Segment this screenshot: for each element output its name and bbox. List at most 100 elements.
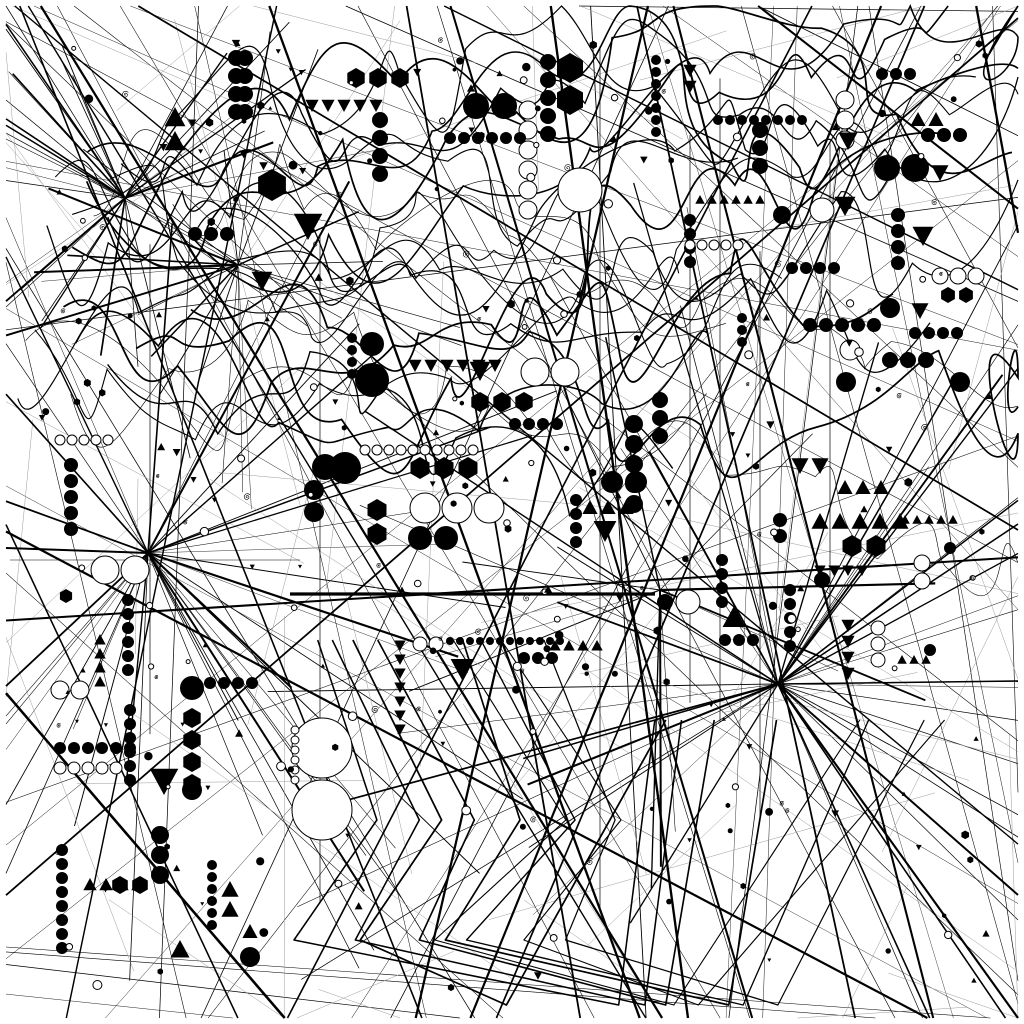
spiral [416,706,421,712]
filled-hexagon [740,882,746,890]
crossing-line [5,20,1019,846]
triangle-up [831,122,840,131]
filled-circle [716,582,728,594]
filled-circle [506,637,514,645]
hairline [108,899,285,1019]
crossing-line [5,524,239,1019]
triangle-up [851,513,869,529]
filled-circle [716,554,728,566]
outlined-circle [419,444,431,456]
spiral [462,250,470,258]
outlined-circle [81,761,95,775]
triangle-up [173,864,181,872]
spiral [867,308,873,314]
triangle-down [488,359,502,372]
zigzag-path [444,639,778,1006]
filled-circle [665,58,671,64]
spiral [745,382,750,387]
crossing-line [449,5,754,1019]
triangle-up [837,480,853,494]
zigzag-path [376,639,716,1006]
filled-circle [124,732,136,744]
filled-circle [122,608,134,620]
outlined-circle [199,526,210,537]
filled-hexagon [341,425,347,431]
triangle-down [288,67,293,72]
hub-ray [777,683,923,1019]
spiral [183,519,188,525]
hub-ray [237,211,359,266]
filled-circle [950,96,957,103]
hub-ray [124,21,290,199]
triangle-down [766,421,775,429]
filled-circle [237,104,253,120]
filled-circle [232,677,244,689]
filled-circle [220,227,234,241]
filled-circle [752,140,768,156]
triangle-down [408,359,422,372]
filled-circle [581,663,590,671]
hub-ray [5,546,149,554]
hub-ray [124,130,265,199]
filled-circle [444,132,456,144]
outlined-circle [512,661,522,672]
outlined-circle [913,572,931,590]
filled-circle [360,332,384,356]
triangle-down [394,696,406,707]
hairline [530,54,683,140]
triangle-down [299,168,307,175]
spiral [969,575,975,581]
outlined-circle [552,256,562,265]
crossing-line [757,5,1019,210]
filled-circle [651,55,661,65]
outlined-circle [185,659,191,665]
outlined-circle [540,657,549,666]
filled-hexagon [653,626,661,635]
triangle-up [354,902,363,910]
spiral [857,318,864,325]
hairline [5,401,305,564]
triangle-up [156,311,162,318]
outlined-circle [441,492,473,524]
filled-circle [540,54,556,70]
hub-ray [124,197,191,459]
outlined-circle [90,555,120,585]
triangle-down [394,654,406,665]
filled-circle [122,664,134,676]
triangle-up [797,584,805,592]
hub-ray [777,683,1019,688]
hub-ray [777,609,1019,685]
triangle-down [211,497,217,503]
outlined-circle [78,434,90,446]
filled-circle [64,506,78,520]
triangle-up [695,195,705,204]
hub-ray [237,31,271,266]
filled-circle [874,155,900,181]
hub-ray [147,552,293,689]
filled-circle [64,458,78,472]
triangle-down [298,564,302,569]
filled-circle [625,471,647,493]
hub-ray [297,683,779,908]
filled-circle [256,857,265,866]
triangle-up [755,195,765,204]
spiral [438,636,443,641]
triangle-up [731,195,741,204]
spiral [640,585,644,590]
filled-hexagon [493,392,511,412]
filled-circle [523,418,535,430]
hub-ray [40,197,126,329]
outlined-circle [732,132,742,142]
crossing-line [27,5,647,1019]
filled-circle [182,780,202,800]
filled-circle [372,166,388,182]
outlined-circle [919,275,927,283]
hub-ray [147,552,263,836]
filled-circle [288,160,298,170]
filled-circle [122,650,134,662]
crossing-line [105,5,999,1019]
spiral [564,164,571,171]
outlined-circle [67,761,81,775]
filled-hexagon [875,386,881,393]
